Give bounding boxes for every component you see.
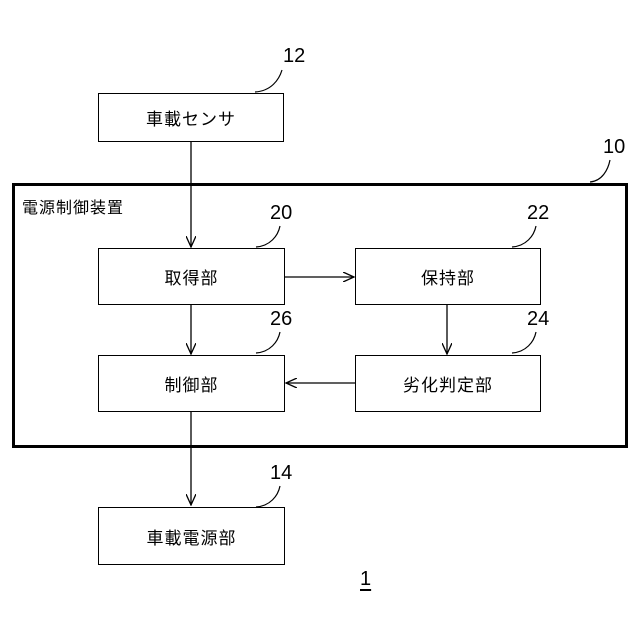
control-unit-block: 制御部 xyxy=(98,355,285,412)
power-control-device-label: 電源制御装置 xyxy=(22,194,124,218)
ref-numeral-12: 12 xyxy=(283,45,305,68)
ref-numeral-14: 14 xyxy=(270,462,292,485)
leader-line-10 xyxy=(590,160,610,182)
in-vehicle-power-supply-block: 車載電源部 xyxy=(98,507,285,565)
system-reference-numeral: 1 xyxy=(360,568,371,591)
ref-numeral-22: 22 xyxy=(527,202,549,225)
acquisition-unit-block: 取得部 xyxy=(98,248,285,305)
leader-line-12 xyxy=(255,70,282,92)
ref-numeral-10: 10 xyxy=(603,136,625,159)
in-vehicle-sensor-block: 車載センサ xyxy=(98,93,284,142)
holding-unit-block: 保持部 xyxy=(355,248,541,305)
leader-line-14 xyxy=(256,486,280,507)
ref-numeral-20: 20 xyxy=(270,202,292,225)
deterioration-determination-unit-block: 劣化判定部 xyxy=(355,355,541,412)
ref-numeral-24: 24 xyxy=(527,308,549,331)
ref-numeral-26: 26 xyxy=(270,308,292,331)
